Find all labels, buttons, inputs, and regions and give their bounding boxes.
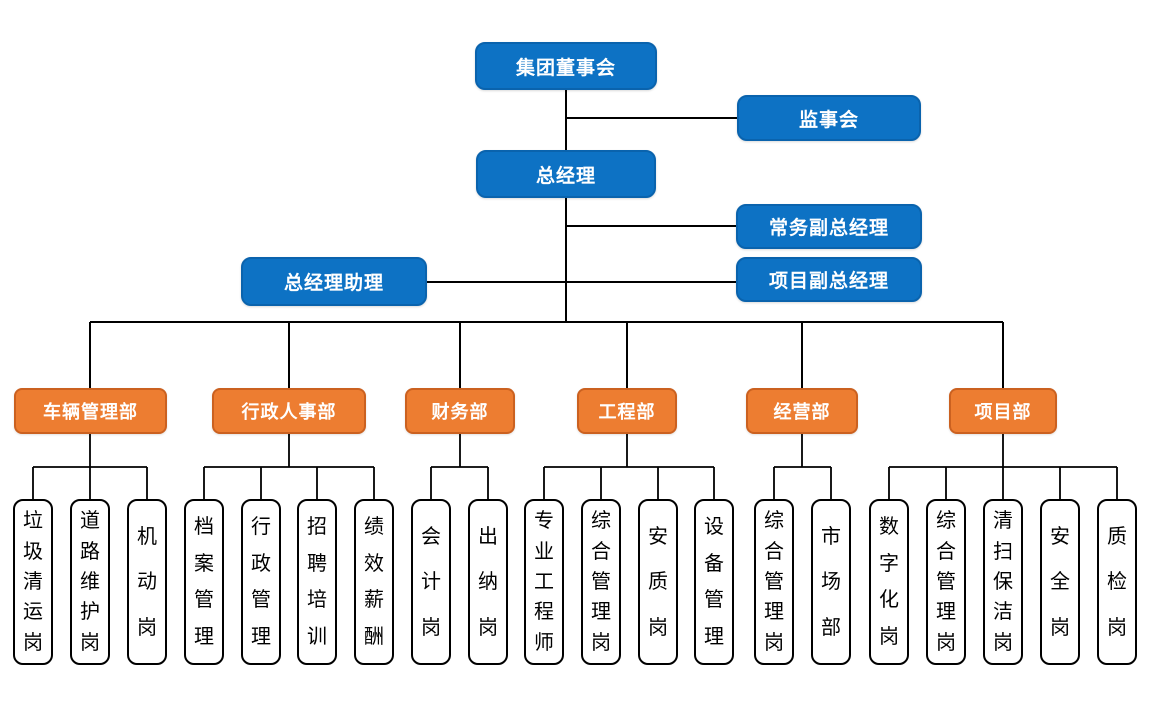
connector-group-3: [430, 434, 489, 499]
post-label: 安质岗: [648, 525, 668, 639]
post-label: 出纳岗: [478, 525, 498, 639]
post-label: 行政管理: [251, 516, 271, 648]
node-gm-assistant: 总经理助理: [241, 257, 427, 306]
post-label: 会计岗: [421, 525, 441, 639]
node-post-professional-engineer: 专业工程师: [524, 499, 564, 665]
post-label: 市场部: [821, 525, 841, 639]
node-post-general-management-eng: 综合管理岗: [581, 499, 621, 665]
node-dept-operations: 经营部: [746, 388, 858, 434]
connector-group-6: [888, 434, 1118, 499]
node-general-manager: 总经理: [476, 150, 656, 198]
node-post-quality-inspection: 质检岗: [1097, 499, 1137, 665]
connector-group-2: [203, 434, 375, 499]
node-post-market: 市场部: [811, 499, 851, 665]
post-label: 清扫保洁岗: [993, 510, 1013, 654]
node-board: 集团董事会: [475, 42, 657, 90]
node-post-recruit-training: 招聘培训: [297, 499, 337, 665]
post-label: 安全岗: [1050, 525, 1070, 639]
node-post-cashier: 出纳岗: [468, 499, 508, 665]
node-post-equipment-management: 设备管理: [694, 499, 734, 665]
node-post-road-maintenance: 道路维护岗: [70, 499, 110, 665]
node-post-general-management-ops: 综合管理岗: [754, 499, 794, 665]
node-post-performance-compensation: 绩效薪酬: [354, 499, 394, 665]
post-label: 招聘培训: [307, 516, 327, 648]
node-post-cleaning: 清扫保洁岗: [983, 499, 1023, 665]
post-label: 综合管理岗: [591, 510, 611, 654]
node-dept-vehicle-management: 车辆管理部: [14, 388, 167, 434]
post-label: 质检岗: [1107, 525, 1127, 639]
connector-group-4: [543, 434, 715, 499]
post-label: 绩效薪酬: [364, 516, 384, 648]
connector-executive: [427, 90, 737, 322]
node-post-archives-management: 档案管理: [184, 499, 224, 665]
node-post-mobile: 机动岗: [127, 499, 167, 665]
node-dept-project: 项目部: [949, 388, 1057, 434]
node-project-deputy-gm: 项目副总经理: [736, 257, 922, 302]
post-label: 数字化岗: [879, 516, 899, 648]
connector-group-5: [773, 434, 832, 499]
node-post-admin-management: 行政管理: [241, 499, 281, 665]
node-dept-engineering: 工程部: [577, 388, 677, 434]
node-dept-admin-hr: 行政人事部: [212, 388, 366, 434]
post-label: 综合管理岗: [764, 510, 784, 654]
post-label: 垃圾清运岗: [23, 510, 43, 654]
post-label: 道路维护岗: [80, 510, 100, 654]
post-label: 档案管理: [194, 516, 214, 648]
node-executive-deputy-gm: 常务副总经理: [736, 204, 922, 249]
node-post-general-management-proj: 综合管理岗: [926, 499, 966, 665]
post-label: 专业工程师: [534, 510, 554, 654]
node-post-safety-quality: 安质岗: [638, 499, 678, 665]
post-label: 机动岗: [137, 525, 157, 639]
connector-department-bus: [89, 321, 1004, 388]
node-post-digitalization: 数字化岗: [869, 499, 909, 665]
node-supervisory-board: 监事会: [737, 95, 921, 141]
node-dept-finance: 财务部: [405, 388, 515, 434]
connector-group-1: [32, 434, 148, 499]
node-post-accounting: 会计岗: [411, 499, 451, 665]
node-post-garbage-removal: 垃圾清运岗: [13, 499, 53, 665]
post-label: 综合管理岗: [936, 510, 956, 654]
post-label: 设备管理: [704, 516, 724, 648]
node-post-safety: 安全岗: [1040, 499, 1080, 665]
